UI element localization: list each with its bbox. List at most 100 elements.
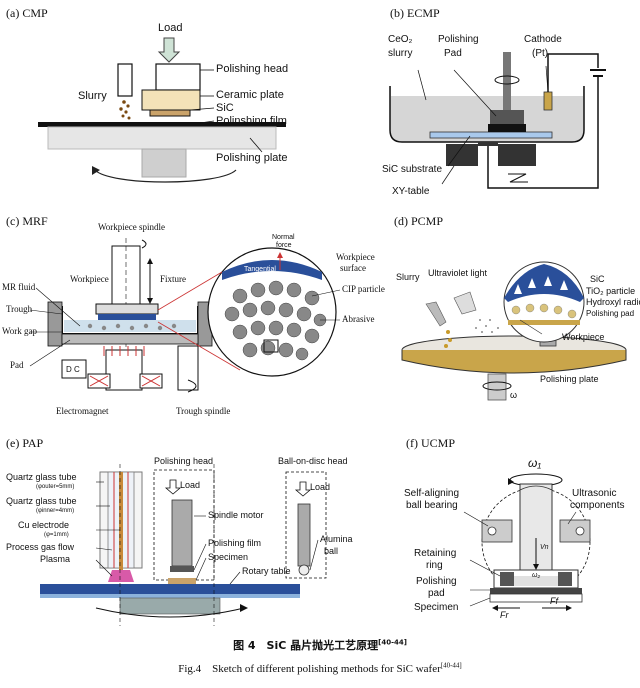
xy-table-left: [446, 144, 478, 166]
plasma-label: Plasma: [40, 554, 71, 564]
workpiece: [98, 314, 156, 320]
rotary-table-label: Rotary table: [242, 566, 291, 576]
dc-source: [61, 359, 87, 379]
spindle-shaft: [503, 52, 511, 110]
panel-title: (a) CMP: [6, 6, 48, 20]
pcmp-diagram: [401, 261, 627, 401]
polishing-pad: [488, 124, 526, 132]
substrate-label: SiC substrate: [382, 164, 443, 175]
omega-label: ω: [510, 390, 518, 400]
pad: [61, 333, 199, 345]
rotation-arrow: [94, 169, 237, 183]
panel-title: (b) ECMP: [390, 6, 440, 20]
quartz-outer-dim: (φouter=5mm): [36, 484, 75, 490]
polishing-head-label: Polishing head: [154, 456, 214, 466]
panel-mrf: (c) MRF: [0, 210, 385, 430]
plate-spindle: [141, 148, 187, 178]
load-arrow: [157, 37, 181, 63]
rotary-table: [40, 584, 300, 594]
workpiece-surface-label-2: surface: [340, 263, 366, 273]
specimen: [168, 578, 196, 584]
tio2-label: TiO₂ particle: [586, 286, 636, 296]
omega2-label: ω₂: [532, 572, 541, 579]
self-aligning-label-2: ball bearing: [406, 500, 458, 511]
uv-light-label: Ultraviolet light: [428, 268, 488, 278]
caption-english: Fig.4 Sketch of different polishing meth…: [0, 660, 640, 676]
ultrasonic-label: Ultrasonic: [572, 488, 617, 499]
workpiece-label: Workpiece: [562, 332, 605, 342]
ceramic-plate-label: Ceramic plate: [216, 89, 284, 101]
abrasive-label: Abrasive: [342, 314, 375, 324]
caption-cn-ref: [40-44]: [378, 638, 407, 647]
cip-particle-label: CIP particle: [342, 284, 385, 294]
ball-holder: [297, 503, 311, 567]
tangential-label-2: force: [250, 273, 266, 280]
dc-label: D C: [66, 365, 80, 374]
electromagnet-label: Electromagnet: [56, 406, 109, 416]
retaining-label-2: ring: [426, 560, 443, 571]
sic-substrate: [429, 131, 553, 139]
sic-label: SiC: [590, 274, 605, 284]
caption-chinese: 图 4 SiC 晶片抛光工艺原理[40-44]: [0, 637, 640, 653]
cu-dim: (φ=1mm): [44, 532, 69, 538]
slurry-nozzle: [117, 63, 133, 97]
process-gas-label: Process gas flow: [6, 542, 75, 552]
xy-table-right: [498, 144, 536, 166]
panel-pap: (e) PAP: [0, 430, 370, 630]
panel-title: (e) PAP: [6, 436, 44, 450]
table-base: [119, 597, 221, 615]
polishing-plate: [47, 126, 277, 150]
bearing-right: [559, 519, 591, 543]
alumina-label-2: ball: [324, 546, 339, 556]
retaining-label: Retaining: [414, 548, 457, 559]
polishing-head: [155, 63, 201, 91]
caption-en-main: Fig.4 Sketch of different polishing meth…: [178, 663, 441, 675]
ecmp-diagram: [389, 52, 606, 189]
sic-wafer: [149, 109, 191, 117]
slurry-label: Slurry: [396, 272, 420, 282]
specimen-label: Specimen: [414, 602, 459, 613]
polishing-pad-label: Polishing: [416, 576, 457, 587]
panel-title: (d) PCMP: [394, 214, 444, 228]
polishing-film-label: Polishing film: [208, 538, 262, 548]
mrf-diagram: [29, 238, 341, 393]
cathode: [543, 91, 553, 111]
polishing-head-label: Polishing head: [216, 63, 289, 75]
plate-spindle: [487, 373, 507, 401]
caption-en-ref: [40-44]: [440, 661, 462, 670]
polishing-pad-label: Polishing pad: [586, 309, 635, 318]
cmp-diagram: [38, 37, 286, 183]
ceo2-label: CeO₂: [388, 34, 413, 45]
plasma: [108, 570, 134, 582]
slurry-nozzle: [425, 301, 447, 327]
ultrasonic-label-2: components: [570, 500, 625, 511]
fixture: [95, 303, 159, 315]
fr-label: Fr: [500, 610, 509, 620]
sic-label: SiC: [216, 102, 234, 114]
panel-ucmp: (f) UCMP ω₁ Self-ali: [400, 430, 640, 630]
ball-on-disc-box: [285, 471, 327, 579]
pad-label: Polishing: [438, 34, 479, 45]
polishing-plate-label: Polishing plate: [540, 374, 599, 384]
normal-force-label: Normal: [272, 234, 295, 241]
cip-particles: [224, 280, 327, 361]
bearing-left: [481, 519, 513, 543]
alumina-ball: [298, 564, 310, 576]
self-aligning-label: Self-aligning: [404, 488, 460, 499]
workpiece-label: Workpiece: [70, 274, 109, 284]
ball-on-disc-label: Ball-on-disc head: [278, 456, 348, 466]
fixture-label: Fixture: [160, 274, 186, 284]
circuit-wire: [547, 53, 599, 92]
trough-spindle-label: Trough spindle: [176, 406, 231, 416]
ff-label: Ff: [550, 596, 558, 606]
normal-force-label-2: force: [276, 242, 292, 249]
electromagnet-core: [105, 349, 143, 391]
workpiece-spindle-label: Workpiece spindle: [98, 222, 166, 232]
cathode-label-2: (Pt): [532, 48, 549, 59]
omega1-label: ω₁: [528, 456, 542, 470]
slurry-drops: [119, 100, 131, 120]
polishing-pad-label-2: pad: [428, 588, 445, 599]
mr-fluid-label: MR fluid: [2, 282, 36, 292]
ucmp-diagram: [463, 473, 591, 611]
load1-label: Load: [180, 480, 201, 490]
